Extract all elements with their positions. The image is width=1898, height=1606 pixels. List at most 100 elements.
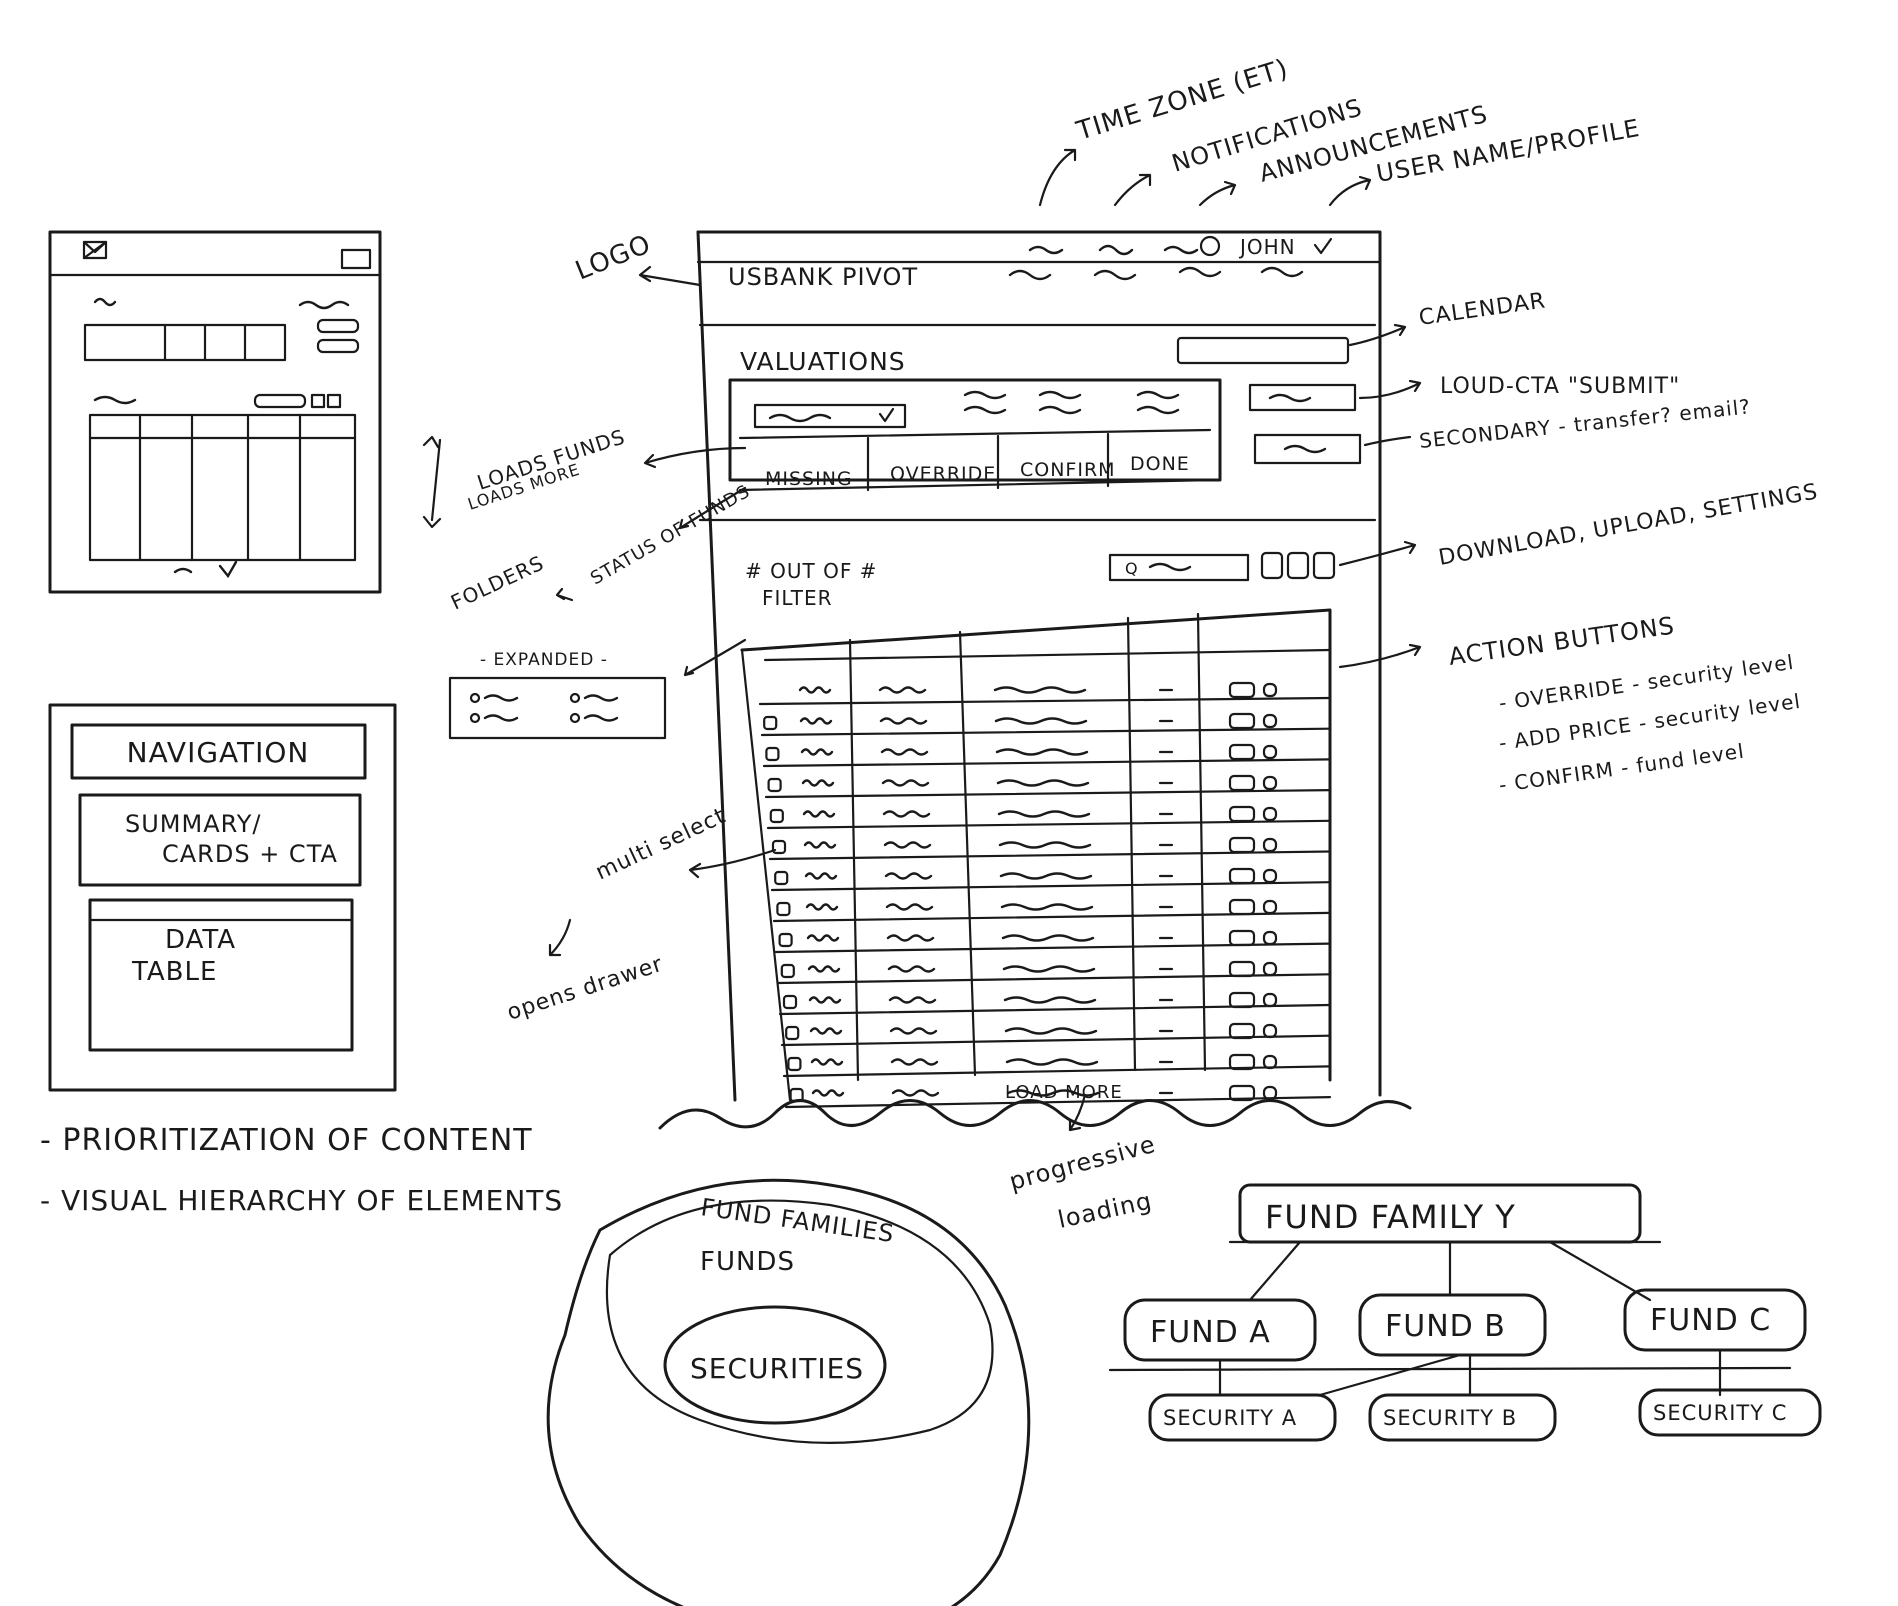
tree-security-c	[1638, 1388, 1822, 1437]
dropdown-icon	[340, 248, 372, 270]
announcements-icon[interactable]	[1199, 235, 1221, 257]
row-checkbox[interactable]	[778, 932, 793, 948]
row-action-override-icon[interactable]	[1228, 743, 1256, 761]
fund-dropdown[interactable]	[753, 403, 907, 429]
secondary-button[interactable]	[1253, 433, 1362, 465]
filter-label[interactable]: FILTER	[762, 586, 833, 610]
user-dropdown-icon[interactable]	[1313, 237, 1333, 255]
search-input[interactable]	[1108, 553, 1250, 582]
row-checkbox[interactable]	[769, 808, 784, 824]
tree-security-c-label: SECURITY C	[1653, 1401, 1787, 1425]
row-action-confirm-icon[interactable]	[1262, 744, 1278, 760]
annot-multi-select: multi select	[592, 803, 730, 885]
tab-missing[interactable]: MISSING	[765, 468, 853, 490]
table-row[interactable]	[766, 805, 1332, 830]
row-checkbox[interactable]	[763, 715, 778, 731]
table-row[interactable]	[772, 898, 1332, 923]
row-action-confirm-icon[interactable]	[1262, 806, 1278, 822]
annot-opens-drawer: opens drawer	[504, 952, 666, 1026]
row-action-confirm-icon[interactable]	[1262, 1054, 1278, 1070]
table-row[interactable]	[764, 774, 1332, 799]
row-action-confirm-icon[interactable]	[1262, 775, 1278, 791]
row-action-override-icon[interactable]	[1228, 929, 1256, 947]
table-row[interactable]	[774, 929, 1332, 954]
annot-download: DOWNLOAD, UPLOAD, SETTINGS	[1437, 479, 1820, 570]
table-rows	[758, 681, 1332, 1109]
count-label: # OUT OF #	[745, 559, 877, 583]
table-row[interactable]	[780, 1022, 1332, 1047]
row-action-confirm-icon[interactable]	[1262, 837, 1278, 853]
table-row[interactable]	[776, 960, 1332, 985]
row-action-confirm-icon[interactable]	[1262, 961, 1278, 977]
table-row[interactable]	[778, 991, 1332, 1016]
row-action-override-icon[interactable]	[1228, 712, 1256, 730]
download-icon[interactable]	[1260, 551, 1284, 580]
annot-calendar: CALENDAR	[1417, 288, 1547, 331]
row-action-override-icon[interactable]	[1228, 836, 1256, 854]
row-action-override-icon[interactable]	[1228, 960, 1256, 978]
row-action-confirm-icon[interactable]	[1262, 1023, 1278, 1039]
row-checkbox[interactable]	[771, 839, 787, 855]
tree-fund-c	[1623, 1288, 1807, 1352]
annot-action-buttons: ACTION BUTTONS	[1447, 611, 1677, 670]
row-checkbox[interactable]	[787, 1056, 802, 1072]
label-securities: SECURITIES	[690, 1352, 864, 1385]
table-row[interactable]	[762, 743, 1332, 768]
submit-button[interactable]	[1248, 383, 1357, 412]
tree-security-a	[1148, 1393, 1337, 1442]
row-action-override-icon[interactable]	[1228, 1084, 1256, 1102]
tree-security-b-label: SECURITY B	[1383, 1406, 1517, 1430]
row-action-override-icon[interactable]	[1228, 898, 1256, 916]
row-checkbox[interactable]	[765, 746, 780, 762]
tab-override[interactable]: OVERRIDE	[890, 463, 996, 485]
row-checkbox[interactable]	[767, 777, 782, 793]
summary-label-2: CARDS + CTA	[162, 840, 338, 868]
annot-loading: loading	[1055, 1187, 1154, 1234]
search-icon: Q	[1125, 559, 1139, 578]
table-row[interactable]	[770, 867, 1332, 892]
row-action-confirm-icon[interactable]	[1262, 899, 1278, 915]
mobile-wireframe	[48, 230, 382, 594]
load-more-link[interactable]: LOAD MORE	[1005, 1082, 1123, 1103]
table-row[interactable]	[760, 712, 1332, 737]
row-action-confirm-icon[interactable]	[1262, 682, 1278, 698]
brand-name[interactable]: USBANK PIVOT	[728, 263, 918, 291]
row-action-confirm-icon[interactable]	[1262, 930, 1278, 946]
tree-root-label: FUND FAMILY Y	[1265, 1198, 1516, 1236]
row-action-confirm-icon[interactable]	[1262, 713, 1278, 729]
row-action-override-icon[interactable]	[1228, 1053, 1256, 1071]
row-checkbox[interactable]	[774, 870, 789, 886]
hierarchy-tree: FUND FAMILY Y FUND A FUND B FUND C SECUR…	[1108, 1183, 1822, 1442]
row-checkbox[interactable]	[780, 963, 795, 979]
row-action-override-icon[interactable]	[1228, 1022, 1256, 1040]
table-row[interactable]	[782, 1053, 1332, 1078]
tree-fund-b-label: FUND B	[1385, 1309, 1506, 1344]
row-action-override-icon[interactable]	[1228, 805, 1256, 823]
label-funds: FUNDS	[700, 1247, 795, 1277]
row-action-confirm-icon[interactable]	[1262, 992, 1278, 1008]
row-checkbox[interactable]	[782, 994, 798, 1010]
layout-wireframe: NAVIGATION SUMMARY/ CARDS + CTA DATA TAB…	[48, 703, 397, 1092]
tree-security-a-label: SECURITY A	[1163, 1406, 1297, 1430]
upload-icon[interactable]	[1286, 551, 1310, 580]
settings-icon[interactable]	[1312, 551, 1336, 580]
row-action-override-icon[interactable]	[1228, 681, 1256, 699]
principle-2: - VISUAL HIERARCHY OF ELEMENTS	[40, 1184, 563, 1217]
annot-secondary: SECONDARY - transfer? email?	[1418, 394, 1752, 453]
row-checkbox[interactable]	[776, 901, 791, 917]
row-action-override-icon[interactable]	[1228, 867, 1256, 885]
tree-fund-a-label: FUND A	[1150, 1315, 1271, 1350]
table-row[interactable]	[768, 836, 1332, 861]
mobile-wireframe-frame	[48, 230, 382, 594]
row-action-override-icon[interactable]	[1228, 991, 1256, 1009]
row-action-confirm-icon[interactable]	[1262, 868, 1278, 884]
calendar-input[interactable]	[1176, 336, 1350, 365]
row-checkbox[interactable]	[785, 1025, 800, 1041]
table-row[interactable]	[784, 1084, 1332, 1109]
tab-confirm[interactable]: CONFIRM	[1020, 459, 1116, 481]
table-row[interactable]	[758, 681, 1332, 706]
tab-done[interactable]: DONE	[1130, 453, 1190, 475]
user-name[interactable]: JOHN	[1238, 235, 1296, 259]
row-action-override-icon[interactable]	[1228, 774, 1256, 792]
